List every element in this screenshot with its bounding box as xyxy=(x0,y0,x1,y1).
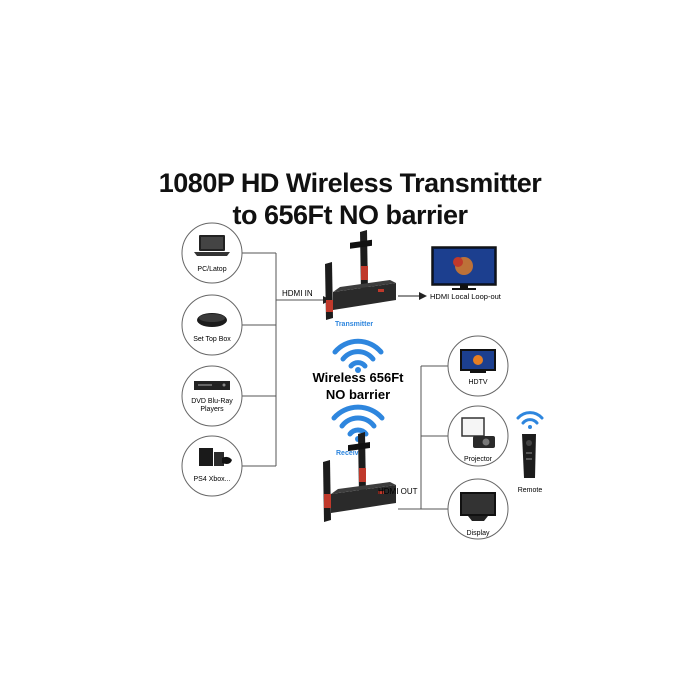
game-console-icon xyxy=(199,448,232,466)
wireless-distance-line2: NO barrier xyxy=(326,387,390,402)
source-console: PS4 Xbox... xyxy=(181,435,243,497)
output-hdtv-label: HDTV xyxy=(468,379,487,386)
hdmi-out-label: HDMI OUT xyxy=(378,487,418,496)
tv-icon xyxy=(460,349,496,373)
title-line-2: to 656Ft NO barrier xyxy=(232,200,468,230)
source-pc: PC/Latop xyxy=(181,222,243,284)
source-dvd-label-line2: Players xyxy=(200,406,224,413)
loopout-tv xyxy=(431,246,497,290)
transmitter-antenna-left xyxy=(325,262,333,320)
source-set-top-box-label: Set Top Box xyxy=(193,336,231,343)
wireless-distance-line1: Wireless 656Ft xyxy=(313,370,405,385)
remote-wifi-icon xyxy=(516,411,544,429)
output-display-label: Display xyxy=(467,530,490,537)
wifi-icon-bottom xyxy=(331,404,385,442)
source-console-label: PS4 Xbox... xyxy=(194,476,231,483)
loopout-label: HDMI Local Loop-out xyxy=(430,292,502,301)
monitor-icon xyxy=(460,492,496,521)
set-top-box-icon xyxy=(197,313,227,327)
receiver-label: Receive xyxy=(336,450,363,457)
title-line-1: 1080P HD Wireless Transmitter xyxy=(158,168,542,198)
receiver-antenna-left xyxy=(323,460,331,522)
source-set-top-box: Set Top Box xyxy=(181,294,243,356)
projector-icon xyxy=(461,417,495,448)
output-hdtv: HDTV xyxy=(447,335,509,397)
laptop-icon xyxy=(194,235,230,256)
source-pc-label: PC/Latop xyxy=(197,266,226,273)
transmitter-label: Transmitter xyxy=(335,321,373,328)
wifi-icon-top xyxy=(332,338,384,373)
source-connector-lines xyxy=(240,252,331,467)
remote-control-icon xyxy=(522,434,536,478)
dvd-player-icon xyxy=(194,381,230,390)
source-dvd: DVD Blu-Ray Players xyxy=(181,365,243,427)
hdmi-in-label: HDMI IN xyxy=(282,289,313,298)
output-projector: Projector xyxy=(447,405,509,467)
output-projector-label: Projector xyxy=(464,456,493,463)
source-dvd-label-line1: DVD Blu-Ray xyxy=(191,398,233,405)
transmitter-device: Transmitter xyxy=(325,230,396,328)
remote-label: Remote xyxy=(518,487,543,494)
receiver-device xyxy=(323,432,396,522)
output-display: Display xyxy=(447,478,509,540)
output-connector-lines xyxy=(398,365,449,510)
